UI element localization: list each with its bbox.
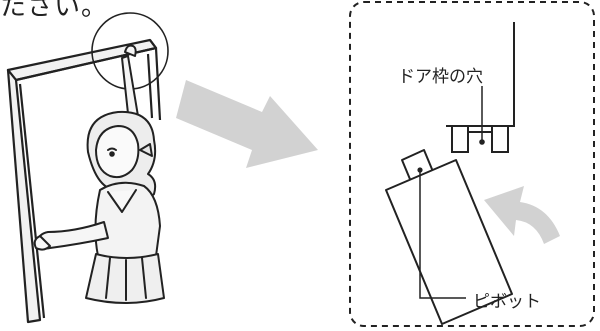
pivot-dot: [417, 167, 423, 173]
detail-panel: [349, 1, 595, 327]
instruction-text-fragment: たさい。: [0, 0, 109, 22]
pivot-part: [385, 149, 513, 325]
pivot-leader: [419, 172, 466, 299]
label-pivot: ピボット: [473, 292, 541, 312]
label-door-frame-hole: ドア枠の穴: [398, 67, 483, 87]
rotate-arrow: [484, 186, 560, 244]
pointer-arrow: [176, 80, 318, 168]
woman-illustration: [33, 44, 165, 304]
frame-hole-dot: [479, 139, 485, 145]
door-frame-detail: [446, 22, 515, 153]
